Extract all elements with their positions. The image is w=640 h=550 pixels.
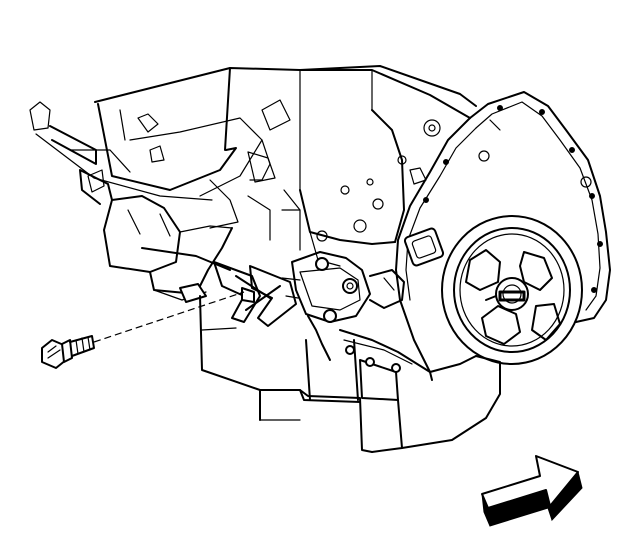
cylinder-head-drawing: [29, 67, 471, 229]
front-cover-gasket-drawing: [395, 91, 611, 373]
engine-block-drawing: [247, 65, 477, 267]
mount-bracket-drawing: [79, 169, 405, 361]
bolt-drawing: [41, 291, 245, 369]
front-direction-arrow-icon: [481, 455, 583, 527]
balancer-pulley-drawing: [441, 215, 583, 365]
oil-pan-drawing: [199, 295, 501, 453]
